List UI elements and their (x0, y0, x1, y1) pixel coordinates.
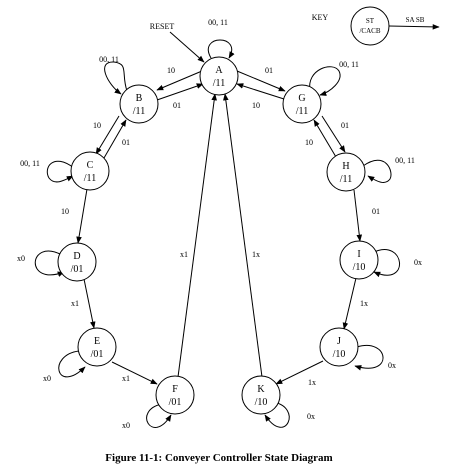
label-c-loop: 00, 11 (20, 159, 40, 168)
label-e-loop: x0 (43, 374, 51, 383)
state-h: H /11 (326, 152, 366, 192)
label-b-to-c: 10 (93, 121, 101, 130)
label-g-loop: 00, 11 (339, 60, 359, 69)
edge-k-to-a (223, 93, 263, 378)
label-a-to-b: 10 (167, 66, 175, 75)
loop-a (208, 39, 235, 59)
edge-a-to-g (236, 70, 286, 92)
state-b-output: /11 (133, 106, 145, 117)
edge-c-to-d (76, 188, 88, 244)
label-c-to-b: 01 (122, 138, 130, 147)
state-c: C /11 (70, 151, 110, 191)
label-a-loop: 00, 11 (208, 18, 228, 27)
loop-e (58, 350, 86, 378)
state-f-output: /01 (169, 397, 182, 408)
edge-g-to-h (321, 115, 346, 153)
state-c-name: C (87, 160, 94, 171)
edge-c-to-b (103, 119, 127, 159)
state-d-output: /01 (71, 264, 84, 275)
loop-i (373, 249, 400, 278)
edge-f-to-a (177, 93, 217, 378)
key-legend: KEY ST /CACB SA SB (312, 6, 425, 46)
figure-caption: Figure 11-1: Conveyer Controller State D… (105, 452, 332, 464)
state-e: E /01 (77, 327, 117, 367)
reset-label: RESET (150, 22, 175, 31)
label-f-to-a: x1 (180, 250, 188, 259)
state-b: B /11 (119, 84, 159, 124)
state-d-name: D (73, 251, 80, 262)
state-g: G /11 (282, 84, 322, 124)
loop-b (104, 61, 128, 95)
label-i-loop: 0x (414, 258, 422, 267)
key-output-line: /CACB (359, 27, 380, 35)
loop-c (46, 160, 75, 183)
label-j-loop: 0x (388, 361, 396, 370)
loop-g (309, 66, 341, 96)
label-a-to-g: 01 (265, 66, 273, 75)
edge-h-to-i (353, 189, 363, 242)
label-g-to-h: 01 (341, 121, 349, 130)
state-d: D /01 (57, 242, 97, 282)
label-c-to-d: 10 (61, 207, 69, 216)
label-i-to-j: 1x (360, 299, 368, 308)
edge-b-to-a (156, 83, 204, 101)
label-h-to-g: 10 (305, 138, 313, 147)
state-i: I /10 (339, 240, 379, 280)
state-e-output: /01 (91, 349, 104, 360)
label-d-to-e: x1 (71, 299, 79, 308)
loop-k (264, 401, 290, 428)
state-k: K /10 (241, 375, 281, 415)
state-j: J /10 (319, 327, 359, 367)
label-k-loop: 0x (307, 412, 315, 421)
key-arrow (388, 24, 440, 30)
label-h-to-i: 01 (372, 207, 380, 216)
edge-e-to-f (111, 361, 158, 385)
label-b-loop: 00, 11 (99, 55, 119, 64)
key-title: KEY (312, 13, 329, 22)
key-inputs-label: SA SB (406, 16, 425, 24)
key-state-line: ST (366, 17, 375, 25)
edge-b-to-c (95, 115, 120, 155)
label-h-loop: 00, 11 (395, 156, 415, 165)
state-h-output: /11 (340, 174, 352, 185)
label-b-to-a: 01 (173, 101, 181, 110)
edge-g-to-a (236, 83, 285, 100)
loop-j (354, 344, 384, 371)
label-e-to-f: x1 (122, 374, 130, 383)
state-k-name: K (257, 384, 265, 395)
edge-h-to-g (313, 119, 337, 158)
state-a: A /11 (199, 56, 239, 96)
state-a-output: /11 (213, 78, 225, 89)
loop-h (362, 159, 392, 183)
state-b-name: B (136, 93, 143, 104)
state-j-output: /10 (333, 349, 346, 360)
edge-j-to-k (275, 360, 324, 385)
loop-f (146, 403, 172, 428)
loop-d (34, 250, 65, 277)
state-k-output: /10 (255, 397, 268, 408)
edge-i-to-j (342, 277, 357, 330)
edge-a-to-b (156, 70, 203, 91)
state-g-name: G (298, 93, 305, 104)
label-d-loop: x0 (17, 254, 25, 263)
label-f-loop: x0 (122, 421, 130, 430)
label-g-to-a: 10 (252, 101, 260, 110)
state-g-output: /11 (296, 106, 308, 117)
state-f: F /01 (155, 375, 195, 415)
state-f-name: F (172, 384, 178, 395)
label-k-to-a: 1x (252, 250, 260, 259)
reset-arrow (169, 31, 205, 63)
label-j-to-k: 1x (308, 378, 316, 387)
key-state-circle (350, 6, 390, 46)
state-e-name: E (94, 336, 100, 347)
edge-d-to-e (83, 278, 96, 329)
state-i-name: I (357, 249, 360, 260)
state-j-name: J (337, 336, 341, 347)
state-a-name: A (215, 65, 223, 76)
state-h-name: H (342, 161, 349, 172)
state-i-output: /10 (353, 262, 366, 273)
state-c-output: /11 (84, 173, 96, 184)
